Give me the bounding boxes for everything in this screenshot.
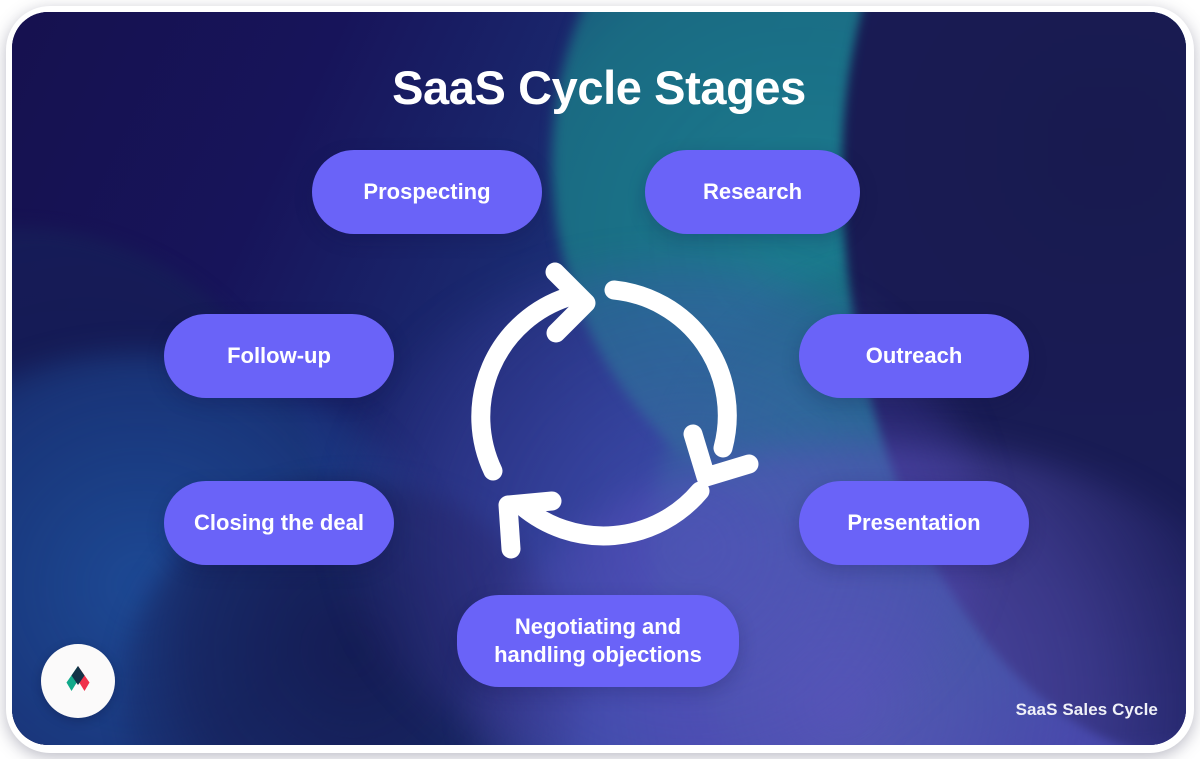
infographic-content: SaaS Cycle Stages Prospecting Research F… xyxy=(12,12,1186,745)
brand-logo xyxy=(41,644,115,718)
stage-pill-followup[interactable]: Follow-up xyxy=(164,314,394,398)
stage-pill-closing-the-deal[interactable]: Closing the deal xyxy=(164,481,394,565)
stage-pill-presentation[interactable]: Presentation xyxy=(799,481,1029,565)
stage-pill-research[interactable]: Research xyxy=(645,150,860,234)
stage-pill-prospecting[interactable]: Prospecting xyxy=(312,150,542,234)
chevron-a-mark xyxy=(66,666,90,691)
stage-pill-negotiating[interactable]: Negotiating and handling objections xyxy=(457,595,739,687)
page-title: SaaS Cycle Stages xyxy=(392,61,806,114)
footer-caption: SaaS Sales Cycle xyxy=(1015,700,1158,719)
infographic-canvas: SaaS Cycle Stages Prospecting Research F… xyxy=(12,12,1186,745)
cycle-arrows-icon xyxy=(455,258,765,568)
stage-pill-outreach[interactable]: Outreach xyxy=(799,314,1029,398)
